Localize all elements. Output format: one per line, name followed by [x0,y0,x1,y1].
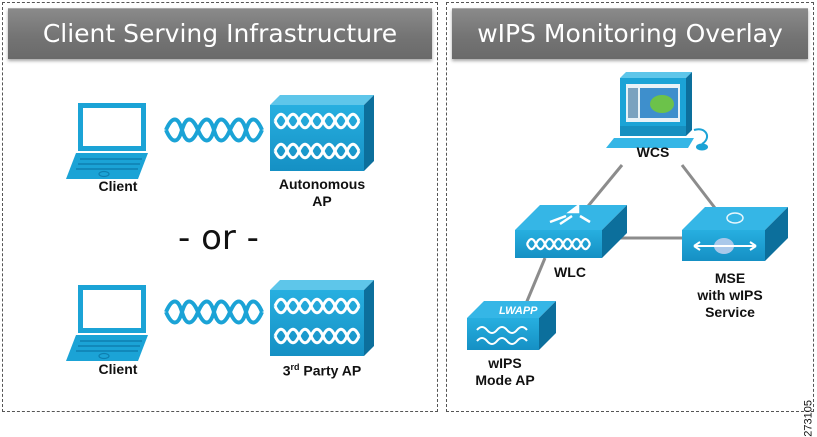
wips-mode-ap-icon [467,301,556,350]
third-party-ap-label: 3rd Party AP [262,359,382,380]
mse-label: MSE with wIPS Service [680,270,780,321]
client-label: Client [98,178,138,194]
label-part: 3 [282,362,291,379]
wcs-label: WCS [636,144,670,160]
panel-title: wIPS Monitoring Overlay [452,8,808,59]
client-serving-panel: Client Serving Infrastructure [2,2,438,412]
wireless-link-icon [164,299,264,325]
mse-server-icon [682,207,788,261]
label-sup: rd [290,362,300,372]
mse-label-line: Service [705,304,755,320]
or-separator: - or - [178,218,259,258]
ap-label-line: Autonomous [278,176,366,192]
ap-label-line: wIPS [488,355,522,371]
wireless-link-icon [164,117,264,143]
client-laptop-icon [65,102,149,180]
figure-id: 273105 [803,400,815,437]
mse-label-line: with wIPS [697,287,763,303]
ap-label-line: AP [312,193,332,209]
wips-overlay-panel: wIPS Monitoring Overlay [446,2,814,412]
wips-mode-ap-label: wIPS Mode AP [460,355,550,389]
panel-title: Client Serving Infrastructure [8,8,432,59]
autonomous-ap-icon [270,95,374,171]
diagram-canvas: LWAPP [65,72,788,362]
label-part: Party AP [299,362,362,379]
wcs-workstation-icon [606,72,709,151]
client-label: Client [98,361,138,377]
ap-label-line: Mode AP [475,372,535,388]
client-laptop-icon [65,284,149,362]
third-party-ap-icon [270,280,374,356]
lwapp-badge: LWAPP [499,305,538,317]
autonomous-ap-label: Autonomous AP [262,176,382,210]
wlc-controller-icon [515,203,627,258]
mse-label-line: MSE [714,270,746,286]
wlc-label: WLC [554,264,586,280]
